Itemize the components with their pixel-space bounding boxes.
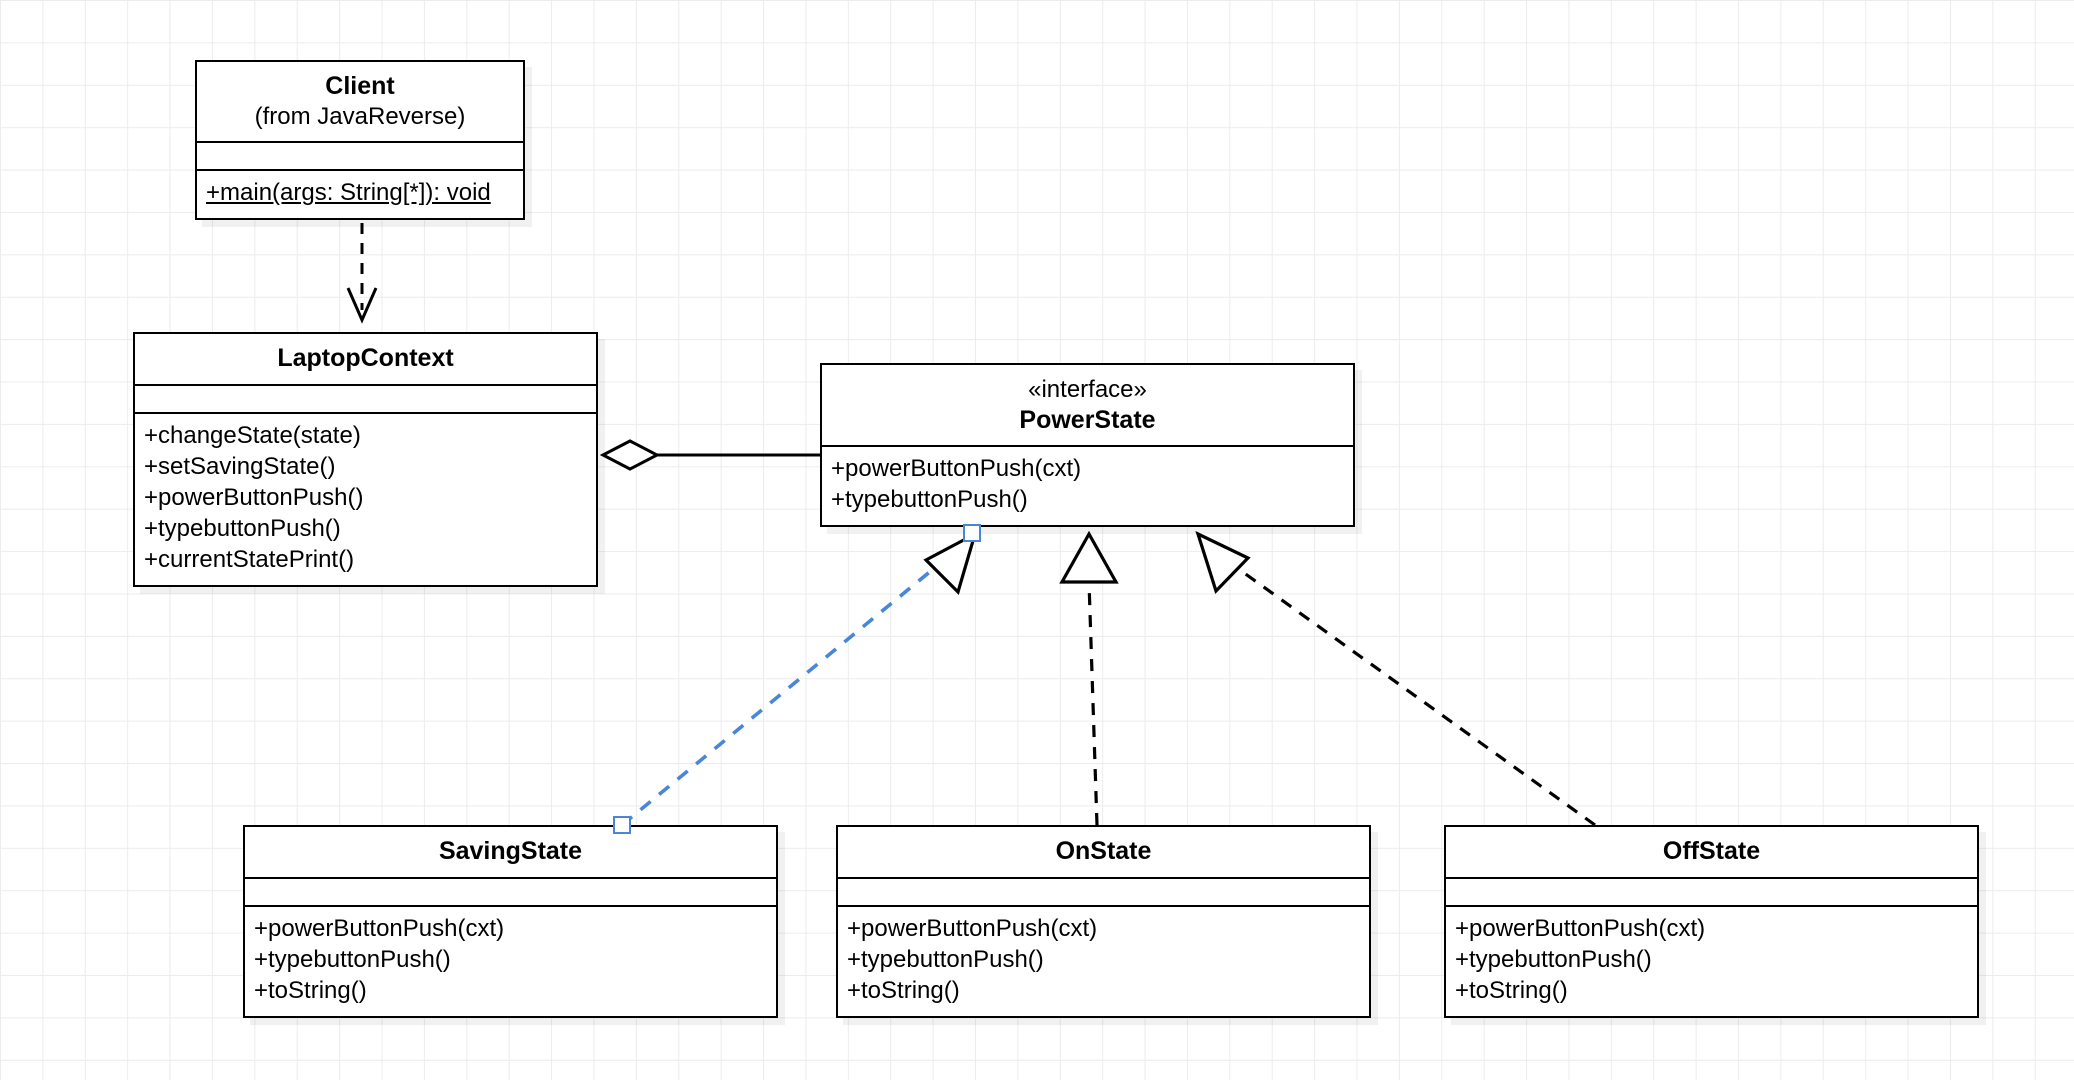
- class-header-powerstate: «interface» PowerState: [822, 365, 1353, 448]
- class-operations-savingstate: +powerButtonPush(cxt) +typebuttonPush() …: [245, 907, 776, 1016]
- class-operations-onstate: +powerButtonPush(cxt) +typebuttonPush() …: [838, 907, 1369, 1016]
- operation-tostring[interactable]: +toString(): [254, 976, 367, 1004]
- operation-changestate[interactable]: +changeState(state): [144, 421, 361, 449]
- class-attributes-laptopcontext: [135, 386, 596, 414]
- operation-typebuttonpush[interactable]: +typebuttonPush(): [254, 945, 451, 973]
- class-attributes-client: [197, 143, 523, 172]
- class-name-powerstate: PowerState: [1019, 405, 1156, 434]
- class-header-onstate: OnState: [838, 827, 1369, 879]
- class-box-laptopcontext[interactable]: LaptopContext +changeState(state) +setSa…: [133, 332, 598, 587]
- class-name-savingstate: SavingState: [438, 837, 583, 865]
- class-header-savingstate: SavingState: [245, 827, 776, 879]
- class-header-client: Client (from JavaReverse): [197, 62, 523, 144]
- class-box-savingstate[interactable]: SavingState +powerButtonPush(cxt) +typeb…: [243, 825, 778, 1018]
- class-operations-laptopcontext: +changeState(state) +setSavingState() +p…: [135, 414, 596, 585]
- link-onstate-to-powerstate[interactable]: [1059, 530, 1119, 826]
- class-stereotype-powerstate: «interface»: [1028, 376, 1147, 403]
- class-attributes-onstate: [838, 879, 1369, 907]
- operation-powerbuttonpush[interactable]: +powerButtonPush(cxt): [254, 914, 505, 942]
- link-client-to-laptopcontext[interactable]: [346, 203, 378, 324]
- operation-typebuttonpush[interactable]: +typebuttonPush(): [847, 945, 1044, 973]
- class-operations-offstate: +powerButtonPush(cxt) +typebuttonPush() …: [1446, 907, 1977, 1016]
- operation-powerbuttonpush[interactable]: +powerButtonPush(cxt): [1455, 914, 1706, 942]
- selection-handle-link-start[interactable]: [613, 816, 631, 834]
- operation-setsavingstate[interactable]: +setSavingState(): [144, 452, 336, 480]
- class-box-client[interactable]: Client (from JavaReverse) +main(args: St…: [195, 60, 525, 221]
- class-package-client: (from JavaReverse): [254, 102, 466, 130]
- operation-typebuttonpush[interactable]: +typebuttonPush(): [1455, 945, 1652, 973]
- class-attributes-savingstate: [245, 879, 776, 907]
- link-offstate-to-powerstate[interactable]: [1195, 530, 1596, 827]
- class-name-offstate: OffState: [1662, 837, 1761, 865]
- operation-powerbuttonpush[interactable]: +powerButtonPush(cxt): [831, 455, 1082, 483]
- class-header-offstate: OffState: [1446, 827, 1977, 879]
- class-operations-powerstate: +powerButtonPush(cxt) +typebuttonPush(): [822, 447, 1353, 525]
- class-attributes-offstate: [1446, 879, 1977, 907]
- operation-powerbuttonpush[interactable]: +powerButtonPush(cxt): [847, 914, 1098, 942]
- operation-main[interactable]: +main(args: String[*]): void: [206, 179, 491, 207]
- class-operations-client: +main(args: String[*]): void: [197, 171, 523, 218]
- selection-handle-link-end[interactable]: [963, 524, 981, 542]
- operation-typebuttonpush[interactable]: +typebuttonPush(): [144, 514, 341, 542]
- operation-currentstateprint[interactable]: +currentStatePrint(): [144, 545, 355, 573]
- operation-tostring[interactable]: +toString(): [847, 976, 960, 1004]
- operation-powerbuttonpush[interactable]: +powerButtonPush(): [144, 483, 364, 511]
- class-box-onstate[interactable]: OnState +powerButtonPush(cxt) +typebutto…: [836, 825, 1371, 1018]
- class-header-laptopcontext: LaptopContext: [135, 334, 596, 386]
- class-name-client: Client: [325, 72, 395, 100]
- class-name-laptopcontext: LaptopContext: [277, 344, 454, 372]
- operation-typebuttonpush[interactable]: +typebuttonPush(): [831, 486, 1028, 514]
- link-savingstate-to-powerstate[interactable]: [620, 530, 978, 827]
- class-box-powerstate[interactable]: «interface» PowerState +powerButtonPush(…: [820, 363, 1355, 528]
- class-box-offstate[interactable]: OffState +powerButtonPush(cxt) +typebutt…: [1444, 825, 1979, 1018]
- operation-tostring[interactable]: +toString(): [1455, 976, 1568, 1004]
- class-name-onstate: OnState: [1055, 837, 1152, 865]
